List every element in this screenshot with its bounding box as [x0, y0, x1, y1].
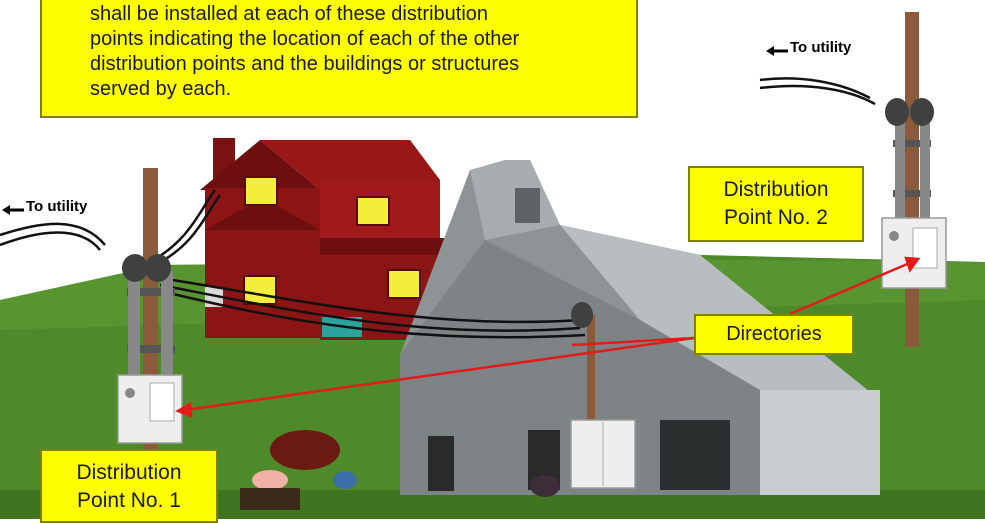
note-line-3: distribution points and the buildings or…: [90, 52, 636, 77]
dp1-line-2: Point No. 1: [42, 487, 216, 515]
to-utility-label-right: To utility: [766, 39, 851, 56]
directories-label: Directories: [694, 314, 854, 355]
to-utility-label-left: To utility: [2, 198, 87, 215]
distribution-point-1-label: Distribution Point No. 1: [40, 449, 218, 523]
pig-icon: [252, 470, 288, 490]
dp1-line-1: Distribution: [42, 459, 216, 487]
dp2-line-2: Point No. 2: [690, 204, 862, 232]
dp2-line-1: Distribution: [690, 176, 862, 204]
bull-icon: [270, 430, 340, 470]
house: [200, 138, 445, 340]
note-line-4: served by each.: [90, 77, 636, 102]
note-line-1: shall be installed at each of these dist…: [90, 2, 636, 27]
distribution-point-2-label: Distribution Point No. 2: [688, 166, 864, 242]
directory-requirement-note: shall be installed at each of these dist…: [40, 0, 638, 118]
bird-icon: [333, 471, 357, 489]
turkey-icon: [530, 475, 560, 497]
note-line-2: points indicating the location of each o…: [90, 27, 636, 52]
